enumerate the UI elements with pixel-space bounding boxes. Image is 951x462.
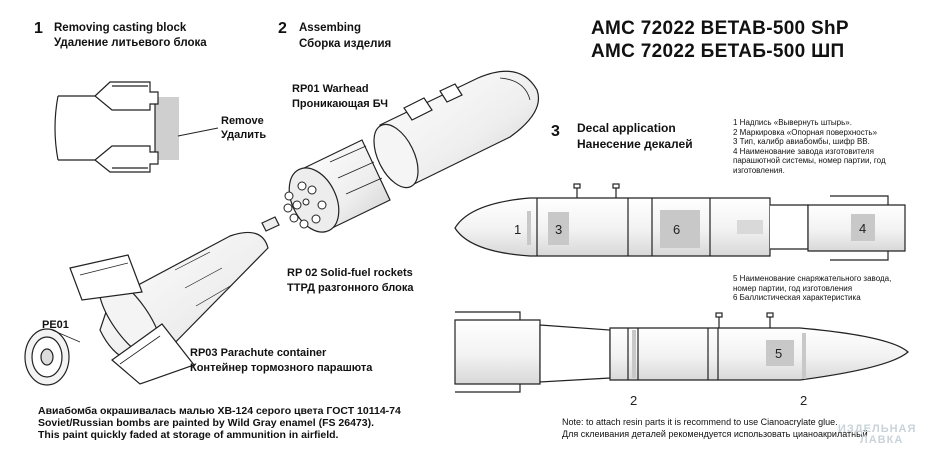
step-2-title-ru: Сборка изделия xyxy=(299,38,392,50)
decal-note-line: номер партии, год изготовления xyxy=(733,283,853,293)
rp01-label-en: RP01 Warhead xyxy=(292,83,369,95)
parachute-disc-pe01 xyxy=(24,328,81,386)
rocket-block-rp02 xyxy=(288,139,391,233)
decal-4 xyxy=(851,214,875,241)
step-1-title-en: Removing casting block xyxy=(54,22,187,34)
bomb-side-view-top xyxy=(454,183,906,261)
title-line-1: AMC 72022 BETAB-500 ShP xyxy=(591,18,849,39)
step-3-title-ru: Нанесение декалей xyxy=(577,137,693,151)
rp03-label-ru: Контейнер тормозного парашюта xyxy=(190,362,373,374)
step-1-title-ru: Удаление литьевого блока xyxy=(54,37,207,49)
paint-note: Авиабомба окрашивалась малью ХВ-124 серо… xyxy=(38,405,401,441)
title-line-2: АМС 72022 БЕТАБ-500 ШП xyxy=(591,41,845,62)
decal-3 xyxy=(548,212,569,245)
decal-notes-mid: 5 Наименование снаряжательного завода, н… xyxy=(733,274,891,303)
watermark-line: ИЗДЕЛЬНАЯ xyxy=(838,423,917,435)
decal-5 xyxy=(766,340,794,366)
paint-note-line: Soviet/Russian bombs are painted by Wild… xyxy=(38,417,375,429)
decal-6 xyxy=(660,210,700,248)
decal-note-line: изготовления. xyxy=(733,165,785,175)
decal-note-line: 3 Тип, калибр авиабомбы, шифр ВВ. xyxy=(733,137,870,147)
decal-note-line: 2 Маркировка «Опорная поверхность» xyxy=(733,127,878,137)
connector-pin xyxy=(261,216,280,232)
decal-notes-top: 1 Надпись «Вывернуть штырь». 2 Маркировк… xyxy=(733,118,886,176)
warhead-rp01 xyxy=(373,70,539,189)
callout-2b: 2 xyxy=(800,393,807,408)
callout-3: 3 xyxy=(555,222,562,237)
tail-rp03 xyxy=(69,231,269,385)
decal-2a xyxy=(632,330,636,378)
paint-note-line: This paint quickly faded at storage of a… xyxy=(38,429,339,441)
callout-5: 5 xyxy=(775,346,782,361)
glue-note: Note: to attach resin parts it is recomm… xyxy=(562,416,868,440)
exploded-bomb-assembly xyxy=(24,70,539,386)
rp02-label-en: RP 02 Solid-fuel rockets xyxy=(287,267,413,279)
rp03-label-en: RP03 Parachute container xyxy=(190,347,327,359)
step-2-title-en: Assembing xyxy=(299,22,361,34)
paint-note-line: Авиабомба окрашивалась малью ХВ-124 серо… xyxy=(38,405,401,417)
watermark-line: ЛАВКА xyxy=(860,434,904,446)
watermark: ИЗДЕЛЬНАЯ ЛАВКА xyxy=(838,424,916,446)
decal-note-line: парашютной системы, номер партии, год xyxy=(733,156,886,166)
nozzle-cluster xyxy=(283,181,327,229)
callout-2a: 2 xyxy=(630,393,637,408)
casting-block-highlight xyxy=(155,97,179,160)
step-3-title-en: Decal application xyxy=(577,121,676,135)
rp01-label-ru: Проникающая БЧ xyxy=(292,98,388,110)
remove-label-ru: Удалить xyxy=(221,129,267,141)
decal-note-line: 1 Надпись «Вывернуть штырь». xyxy=(733,118,852,127)
step-2-number: 2 xyxy=(278,20,287,37)
decal-2b xyxy=(802,333,806,379)
decal-note-line: 4 Наименование завода изготовителя xyxy=(733,146,874,156)
remove-label-en: Remove xyxy=(221,115,264,127)
step-3-number: 3 xyxy=(551,123,560,140)
decal-note-line: 6 Баллистическая характеристика xyxy=(733,293,861,303)
glue-note-line: Для склеивания деталей рекомендуется исп… xyxy=(562,429,868,439)
callout-6: 6 xyxy=(673,222,680,237)
decal-1 xyxy=(527,211,531,245)
callout-4: 4 xyxy=(859,221,866,236)
decal-band xyxy=(737,220,763,234)
callout-1: 1 xyxy=(514,222,521,237)
bomb-side-view-bottom xyxy=(454,311,909,393)
glue-note-line: Note: to attach resin parts it is recomm… xyxy=(562,417,838,427)
pe01-label: PE01 xyxy=(42,319,69,331)
step-1-number: 1 xyxy=(34,20,43,37)
rp02-label-ru: ТТРД разгонного блока xyxy=(287,282,414,294)
casting-block-detail xyxy=(54,81,219,173)
decal-note-line: 5 Наименование снаряжательного завода, xyxy=(733,274,892,283)
